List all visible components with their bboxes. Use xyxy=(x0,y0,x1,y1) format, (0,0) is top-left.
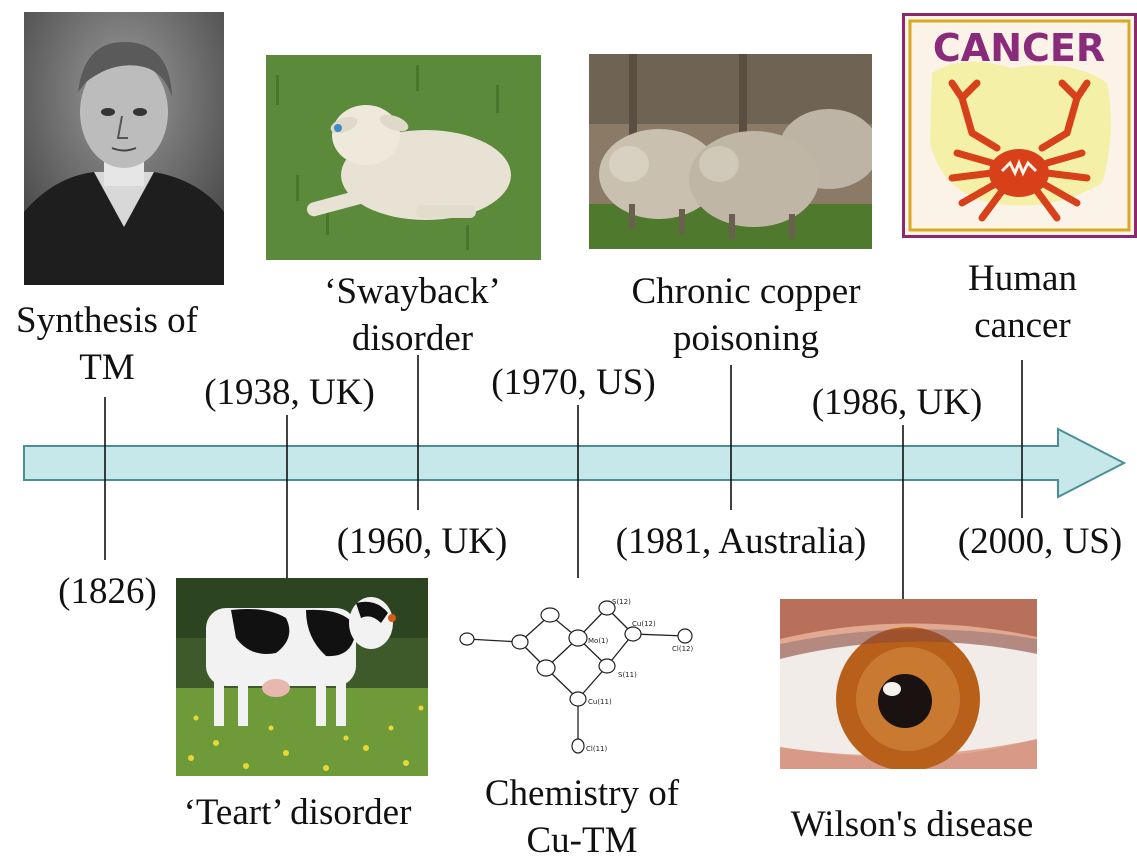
year-2000: (2000, US) xyxy=(945,518,1135,565)
label-copper-poisoning: Chronic copper poisoning xyxy=(606,268,886,362)
year-1986: (1986, UK) xyxy=(797,379,997,426)
label-wilsons: Wilson's disease xyxy=(762,801,1062,848)
cow-image xyxy=(176,578,428,776)
molecule-image: S(12) Cu(12) Cl(12) Mo(1) S(11) Cu(11) C… xyxy=(452,591,704,763)
label-teart: ‘Teart’ disorder xyxy=(160,789,435,836)
atom-label-cu12: Cu(12) xyxy=(632,620,656,628)
atom-label-s12: S(12) xyxy=(612,598,631,606)
year-1981: (1981, Australia) xyxy=(596,518,886,565)
sheep-image xyxy=(589,54,872,249)
cancer-sign-image: CANCER xyxy=(902,13,1137,238)
atom-label-mo1: Mo(1) xyxy=(588,637,609,645)
eye-image xyxy=(780,599,1037,769)
label-tm-synthesis: Synthesis of TM xyxy=(2,297,212,391)
portrait-image xyxy=(24,12,224,285)
label-swayback: ‘Swayback’ disorder xyxy=(300,268,525,362)
year-1826: (1826) xyxy=(45,568,170,615)
atom-label-cu11: Cu(11) xyxy=(588,698,612,706)
lamb-image xyxy=(266,55,541,260)
label-cancer: Human cancer xyxy=(940,255,1105,349)
year-1938: (1938, UK) xyxy=(192,369,387,416)
timeline-arrow xyxy=(24,429,1124,497)
atom-label-s11: S(11) xyxy=(618,671,637,679)
atom-label-cl12: Cl(12) xyxy=(672,645,693,653)
year-1960: (1960, UK) xyxy=(322,518,522,565)
year-1970: (1970, US) xyxy=(476,359,671,406)
atom-label-cl11: Cl(11) xyxy=(586,745,607,753)
cancer-sign-text: CANCER xyxy=(933,26,1105,70)
label-cu-tm-chemistry: Chemistry of Cu-TM xyxy=(462,770,702,864)
